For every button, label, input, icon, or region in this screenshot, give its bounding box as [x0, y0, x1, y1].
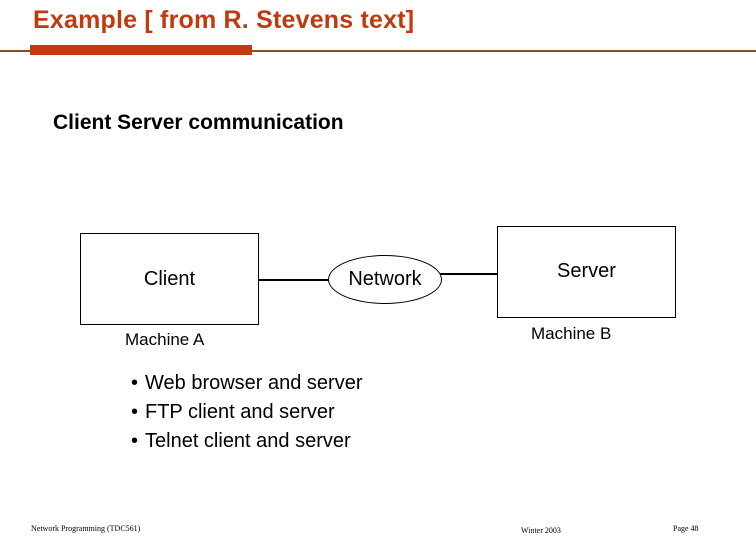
diagram-node-client-label: Client — [143, 268, 196, 290]
diagram-node-server: Server — [497, 226, 676, 318]
bullet-icon: • — [131, 401, 139, 423]
list-item: • Telnet client and server — [131, 427, 363, 456]
list-item-label: Telnet client and server — [145, 430, 351, 452]
diagram-caption-machine-a: Machine A — [125, 330, 205, 349]
section-heading: Client Server communication — [53, 111, 344, 134]
list-item-label: FTP client and server — [145, 401, 335, 423]
list-item-label: Web browser and server — [145, 372, 363, 394]
footer-term-label: Winter 2003 — [521, 526, 561, 535]
bullet-icon: • — [131, 372, 139, 394]
list-item: • Web browser and server — [131, 369, 363, 398]
bullet-list: • Web browser and server • FTP client and … — [131, 369, 363, 456]
title-accent-bar — [30, 45, 252, 55]
connector-client-to-network — [258, 279, 330, 281]
connector-network-to-server — [440, 273, 498, 275]
diagram-node-server-label: Server — [557, 260, 616, 282]
title-divider-line — [0, 50, 756, 52]
footer-page-number: Page 48 — [673, 524, 699, 533]
diagram-caption-machine-b: Machine B — [531, 324, 612, 343]
diagram-node-network: Network — [328, 255, 442, 304]
bullet-icon: • — [131, 430, 139, 452]
page-title: Example [ from R. Stevens text] — [33, 6, 415, 34]
list-item: • FTP client and server — [131, 398, 363, 427]
diagram-node-client: Client — [80, 233, 259, 325]
footer-course-label: Network Programming (TDC561) — [31, 524, 141, 533]
diagram-node-network-label: Network — [348, 268, 422, 290]
